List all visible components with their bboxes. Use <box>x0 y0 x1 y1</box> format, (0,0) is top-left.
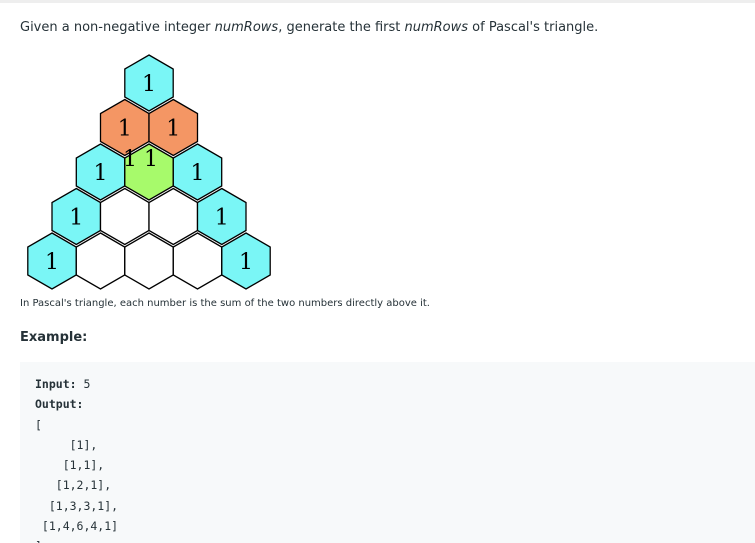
hex-cell-r1-c1 <box>148 98 199 157</box>
output-line: [1,1], <box>35 458 105 473</box>
output-label: Output: <box>35 397 84 412</box>
intro-text-3: of Pascal's triangle. <box>468 20 599 35</box>
example-heading: Example: <box>20 330 88 345</box>
output-value: [ [1], [1,1], [1,2,1], [1,3,3,1], [1,4,6… <box>35 418 118 543</box>
hex-cell-r4-c2 <box>124 232 174 290</box>
output-line: [ <box>35 417 42 432</box>
hex-value-r4-c0: 1 <box>45 250 59 275</box>
output-line: [1,2,1], <box>35 478 112 493</box>
hex-value-r1-c1: 1 <box>166 117 180 142</box>
intro-text-2: , generate the first <box>278 20 405 35</box>
problem-description: Given a non-negative integer numRows, ge… <box>20 19 598 37</box>
example-code-block: Input: 5 Output: [ [1], [1,1], [1,2,1], … <box>20 362 755 543</box>
intro-text-1: Given a non-negative integer <box>20 20 215 35</box>
intro-var-numrows-1: numRows <box>214 20 279 35</box>
hex-value-r2-c0: 1 <box>94 161 108 186</box>
hex-cell-r4-c3 <box>172 232 223 290</box>
overlay-number-label: 1 1 <box>123 147 158 172</box>
top-divider <box>0 0 755 3</box>
output-line: [1,3,3,1], <box>35 498 119 513</box>
hex-value-r4-c4: 1 <box>239 250 253 275</box>
hex-cell-r0-c0 <box>124 54 174 112</box>
hex-cell-r4-c1 <box>75 232 126 290</box>
output-line: [1,4,6,4,1] <box>35 519 119 534</box>
hex-cell-r3-c3 <box>196 187 247 246</box>
output-line: [1], <box>35 437 98 452</box>
hex-value-r1-c0: 1 <box>118 117 132 142</box>
hex-value-r3-c0: 1 <box>69 206 83 231</box>
output-line: ] <box>35 539 42 543</box>
figure-caption: In Pascal's triangle, each number is the… <box>20 298 430 309</box>
hex-cell-r3-c1 <box>99 187 150 246</box>
hex-value-r0-c0: 1 <box>142 72 156 97</box>
hex-cell-r2-c2 <box>172 143 223 201</box>
hex-cell-r4-c4 <box>221 232 271 290</box>
hex-value-r2-c2: 1 <box>191 161 205 186</box>
hex-cell-r3-c2 <box>148 187 199 246</box>
intro-var-numrows-2: numRows <box>404 20 469 35</box>
input-label: Input: <box>35 377 77 391</box>
example-code: Input: 5 Output: [ [1], [1,1], [1,2,1], … <box>35 374 118 543</box>
hex-value-r3-c3: 1 <box>215 206 229 231</box>
input-value: 5 <box>83 377 91 391</box>
